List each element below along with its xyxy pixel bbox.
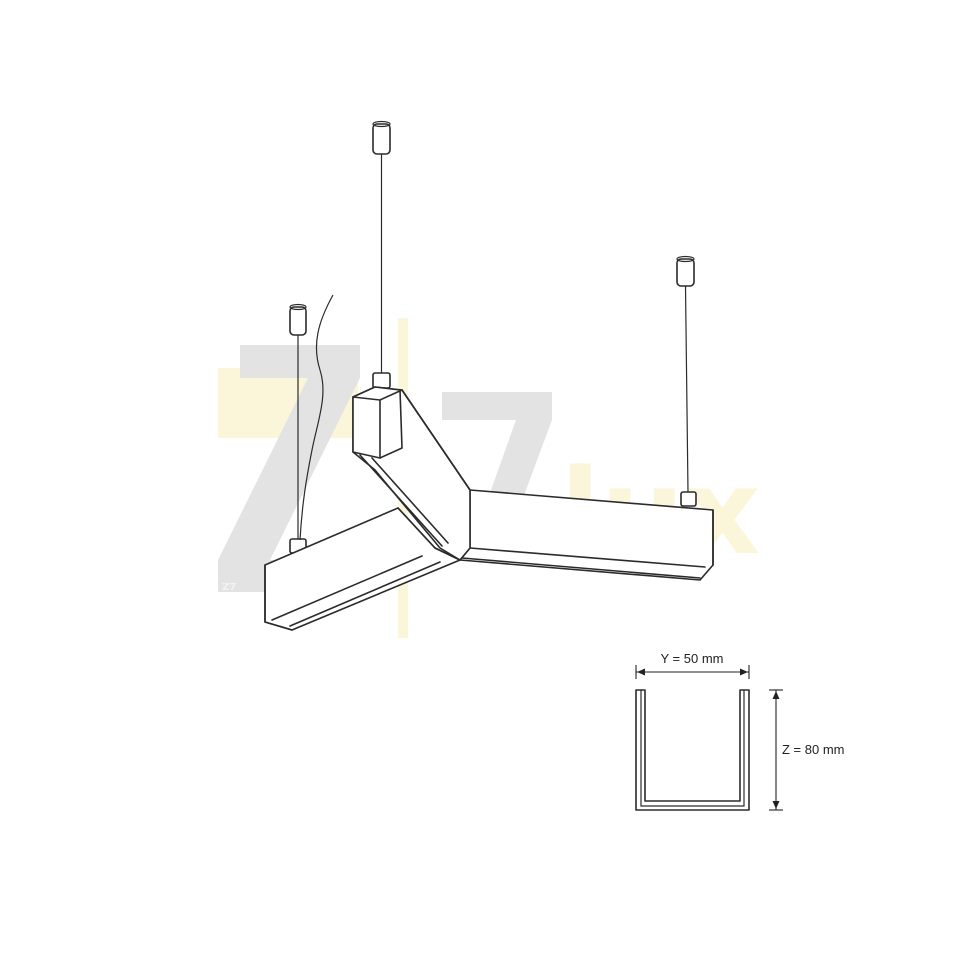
watermark-brand-mark: Z7: [222, 582, 236, 593]
ceiling-canopy-right: [676, 258, 695, 287]
power-cord: [299, 294, 334, 541]
luminaire-end-cap: [352, 386, 403, 459]
dimension-width: Y = 50 mm: [635, 651, 750, 679]
suspension-left: [289, 303, 307, 554]
watermark-z-shape: [218, 345, 360, 592]
suspension-center: [372, 120, 391, 389]
cable-clamp-center: [372, 372, 391, 389]
ceiling-canopy-left: [289, 306, 307, 336]
profile-u-outer: [635, 689, 750, 811]
ceiling-canopy-center: [372, 123, 391, 155]
cable-clamp-right: [680, 491, 697, 507]
watermark-7-shape: [442, 392, 552, 560]
suspension-cable-right: [684, 285, 689, 493]
dimension-height-label: Z = 80 mm: [782, 742, 845, 757]
dimension-width-label: Y = 50 mm: [661, 651, 724, 666]
y-shaped-luminaire: [264, 386, 714, 631]
profile-cross-section: [635, 689, 750, 811]
dimension-height: Z = 80 mm: [769, 689, 845, 811]
suspension-right: [676, 255, 697, 507]
